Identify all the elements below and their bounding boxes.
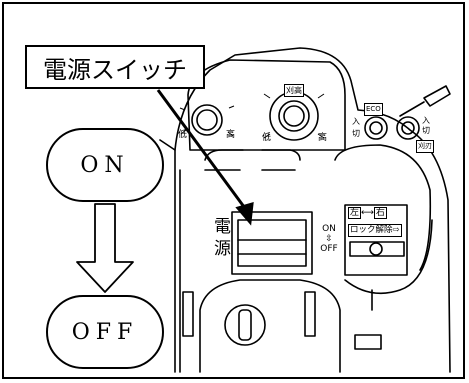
indicator-on: ON [322, 224, 336, 234]
lock-panel [344, 204, 408, 276]
lever [423, 85, 451, 107]
power-switch-callout: 電源スイッチ [25, 45, 205, 89]
right-knob-high: 高 [318, 133, 328, 143]
right-housing-2 [344, 219, 433, 295]
pointer-head [235, 201, 254, 226]
rib-left [182, 291, 194, 337]
dir-left: 左 [348, 207, 362, 219]
indicator-arrow: ⇳ [325, 234, 333, 244]
power-kanji-label: 電 源 [214, 216, 231, 260]
power-kanji-top: 電 [214, 217, 231, 237]
cut-off: 切 [422, 126, 430, 135]
key-switch [224, 304, 266, 346]
panel-inner-edge [159, 139, 176, 151]
handle-right [261, 149, 301, 161]
cut-blade-label: 刈刃 [416, 140, 434, 153]
power-kanji-bottom: 源 [214, 239, 231, 259]
on-text: ON [80, 152, 130, 178]
lock-slider [349, 241, 405, 257]
rib-right [304, 291, 316, 337]
eco-label: ECO [364, 103, 383, 116]
handle-left [204, 149, 244, 161]
right-knob-ring [269, 91, 319, 141]
left-knob [191, 104, 223, 136]
indicator-off: OFF [320, 244, 338, 254]
off-text: OFF [71, 319, 139, 345]
panel-outline [174, 47, 451, 373]
eco-off: 切 [352, 129, 360, 138]
left-knob-low: 低 [178, 130, 188, 140]
eco-on-off: 入 切 [352, 116, 360, 140]
pointer-line [156, 89, 252, 216]
power-switch-rocker [237, 219, 307, 267]
state-on-label: ON [46, 128, 164, 202]
callout-label: 電源スイッチ [43, 55, 187, 84]
right-knob-title: 刈高 [284, 84, 304, 97]
cut-on: 入 [422, 116, 430, 125]
left-knob-high: 高 [226, 130, 236, 140]
eco-toggle [364, 116, 388, 140]
right-housing [334, 144, 432, 271]
flow-arrow [76, 203, 134, 293]
cut-on-off: 入 切 [422, 116, 430, 136]
power-switch-housing [231, 211, 313, 275]
rib-bottom [354, 334, 382, 350]
right-knob [278, 100, 310, 132]
cut-toggle [396, 116, 420, 140]
body-curve [199, 279, 341, 373]
dir-arrows: ⟷ [361, 208, 374, 218]
lock-release-label: ロック解除⇨ [348, 224, 402, 237]
state-off-label: OFF [46, 295, 164, 369]
direction-label: 左⟷右 [348, 207, 387, 219]
dir-right: 右 [373, 207, 387, 219]
right-knob-low: 低 [262, 133, 272, 143]
on-off-indicator: ON ⇳ OFF [316, 224, 342, 254]
eco-on: 入 [352, 117, 360, 126]
